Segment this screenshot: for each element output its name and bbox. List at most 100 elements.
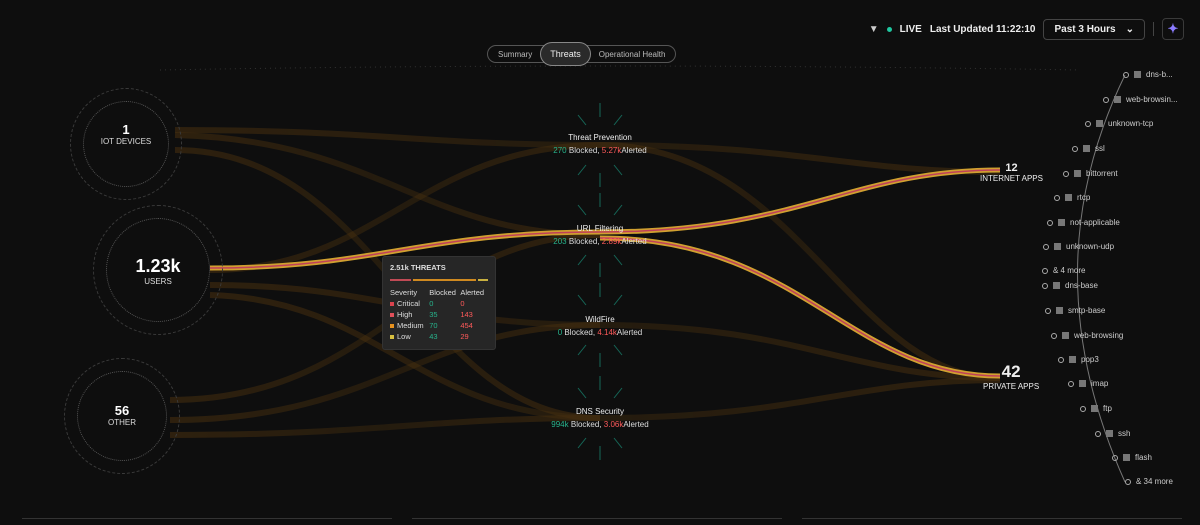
- node-dot-icon: [1054, 194, 1060, 201]
- engine-threat-prevention[interactable]: Threat Prevention 270 Blocked, 5.27kAler…: [520, 133, 680, 155]
- view-tabs: Summary Threats Operational Health: [487, 42, 677, 66]
- app-item[interactable]: bittorrent: [1063, 169, 1118, 178]
- alerted-label: Alerted: [621, 146, 647, 155]
- alerted-count: 2.89k: [601, 237, 622, 246]
- app-name: ftp: [1103, 404, 1112, 413]
- engine-url-filtering[interactable]: URL Filtering 203 Blocked, 2.89kAlerted: [520, 224, 680, 246]
- app-item[interactable]: web-browsin...: [1103, 95, 1178, 104]
- node-dot-icon: [1072, 145, 1078, 152]
- app-name: ssh: [1118, 429, 1131, 438]
- app-name: dns-base: [1065, 281, 1098, 290]
- app-name: & 34 more: [1136, 477, 1173, 486]
- node-dot-icon: [1080, 405, 1086, 412]
- app-name: web-browsin...: [1126, 95, 1178, 104]
- node-dot-icon: [1051, 332, 1057, 339]
- users-count: 1.23k: [135, 256, 181, 276]
- severity-name: High: [397, 310, 413, 319]
- iot-label: IOT DEVICES: [100, 137, 152, 146]
- engine-dns-security[interactable]: DNS Security 994k Blocked, 3.06kAlerted: [520, 407, 680, 429]
- app-icon: [1069, 356, 1076, 363]
- app-name: not-applicable: [1070, 218, 1120, 227]
- app-name: imap: [1091, 379, 1109, 388]
- app-name: smtp-base: [1068, 306, 1106, 315]
- app-item[interactable]: dns-base: [1042, 281, 1098, 290]
- severity-swatch-icon: [390, 335, 394, 339]
- tab-summary[interactable]: Summary: [498, 49, 533, 59]
- app-icon: [1053, 282, 1060, 289]
- alerted-value: 143: [460, 310, 473, 319]
- blocked-value: 0: [429, 299, 434, 308]
- alerted-count: 5.27k: [601, 146, 622, 155]
- app-item[interactable]: ftp: [1080, 404, 1112, 413]
- header-toolbar: ▼ LIVE Last Updated 11:22:10 Past 3 Hour…: [869, 18, 1184, 40]
- app-item[interactable]: dns-b...: [1123, 70, 1173, 79]
- alerted-count: 3.06k: [603, 420, 624, 429]
- live-indicator-icon: [886, 26, 892, 32]
- app-item[interactable]: ssh: [1095, 429, 1130, 438]
- blocked-value: 35: [429, 310, 438, 319]
- app-item[interactable]: imap: [1068, 379, 1108, 388]
- other-count: 56: [114, 403, 130, 418]
- node-dot-icon: [1095, 430, 1101, 437]
- app-item[interactable]: smtp-base: [1045, 306, 1105, 315]
- blocked-value: 70: [429, 321, 438, 330]
- source-iot-devices[interactable]: 1 IOT DEVICES: [70, 88, 182, 200]
- alerted-label: Alerted: [616, 328, 643, 337]
- blocked-value: 43: [429, 332, 438, 341]
- divider: [22, 518, 392, 519]
- app-icon: [1096, 120, 1103, 127]
- alerted-value: 29: [460, 332, 469, 341]
- blocked-label: Blocked,: [564, 328, 596, 337]
- app-item[interactable]: unknown-tcp: [1085, 119, 1153, 128]
- severity-swatch-icon: [390, 313, 394, 317]
- node-dot-icon: [1042, 282, 1048, 289]
- app-item[interactable]: rtcp: [1054, 193, 1090, 202]
- chevron-down-icon: ⌄: [1125, 23, 1134, 35]
- app-icon: [1123, 454, 1130, 461]
- filter-icon[interactable]: ▼: [868, 23, 879, 35]
- app-icon: [1134, 71, 1141, 78]
- engine-wildfire[interactable]: WildFire 0 Blocked, 4.14kAlerted: [520, 315, 680, 337]
- divider: [802, 518, 1182, 519]
- source-users[interactable]: 1.23k USERS: [93, 205, 223, 335]
- app-icon: [1079, 380, 1086, 387]
- internet-apps-count: 12: [1005, 162, 1018, 174]
- app-item[interactable]: not-applicable: [1047, 218, 1120, 227]
- app-icon: [1058, 219, 1065, 226]
- app-item[interactable]: web-browsing: [1051, 331, 1123, 340]
- tab-operational-health[interactable]: Operational Health: [598, 49, 666, 59]
- app-icon: [1091, 405, 1098, 412]
- app-item[interactable]: & 34 more: [1125, 477, 1173, 486]
- severity-row: High 35 143: [390, 309, 488, 320]
- time-range-select[interactable]: Past 3 Hours ⌄: [1043, 18, 1145, 40]
- tooltip-title: 2.51k THREATS: [390, 263, 446, 272]
- ai-sparkle-button[interactable]: ✦: [1162, 18, 1184, 40]
- node-dot-icon: [1063, 170, 1069, 177]
- node-dot-icon: [1068, 380, 1074, 387]
- app-item[interactable]: flash: [1112, 453, 1152, 462]
- time-range-value: Past 3 Hours: [1054, 23, 1116, 35]
- node-dot-icon: [1112, 454, 1118, 461]
- node-dot-icon: [1085, 120, 1091, 127]
- app-item[interactable]: pop3: [1058, 355, 1099, 364]
- node-dot-icon: [1058, 356, 1064, 363]
- severity-bar: [390, 279, 488, 281]
- app-name: dns-b...: [1146, 70, 1173, 79]
- node-dot-icon: [1043, 243, 1049, 250]
- app-item[interactable]: & 4 more: [1042, 266, 1085, 275]
- app-icon: [1054, 243, 1061, 250]
- app-name: ssl: [1095, 144, 1105, 153]
- app-item[interactable]: unknown-udp: [1043, 242, 1114, 251]
- app-item[interactable]: ssl: [1072, 144, 1105, 153]
- blocked-label: Blocked,: [568, 146, 600, 155]
- source-other[interactable]: 56 OTHER: [64, 358, 180, 474]
- severity-swatch-icon: [390, 302, 394, 306]
- app-name: unknown-udp: [1066, 242, 1115, 251]
- alerted-label: Alerted: [623, 420, 649, 429]
- tab-threats[interactable]: Threats: [540, 42, 591, 66]
